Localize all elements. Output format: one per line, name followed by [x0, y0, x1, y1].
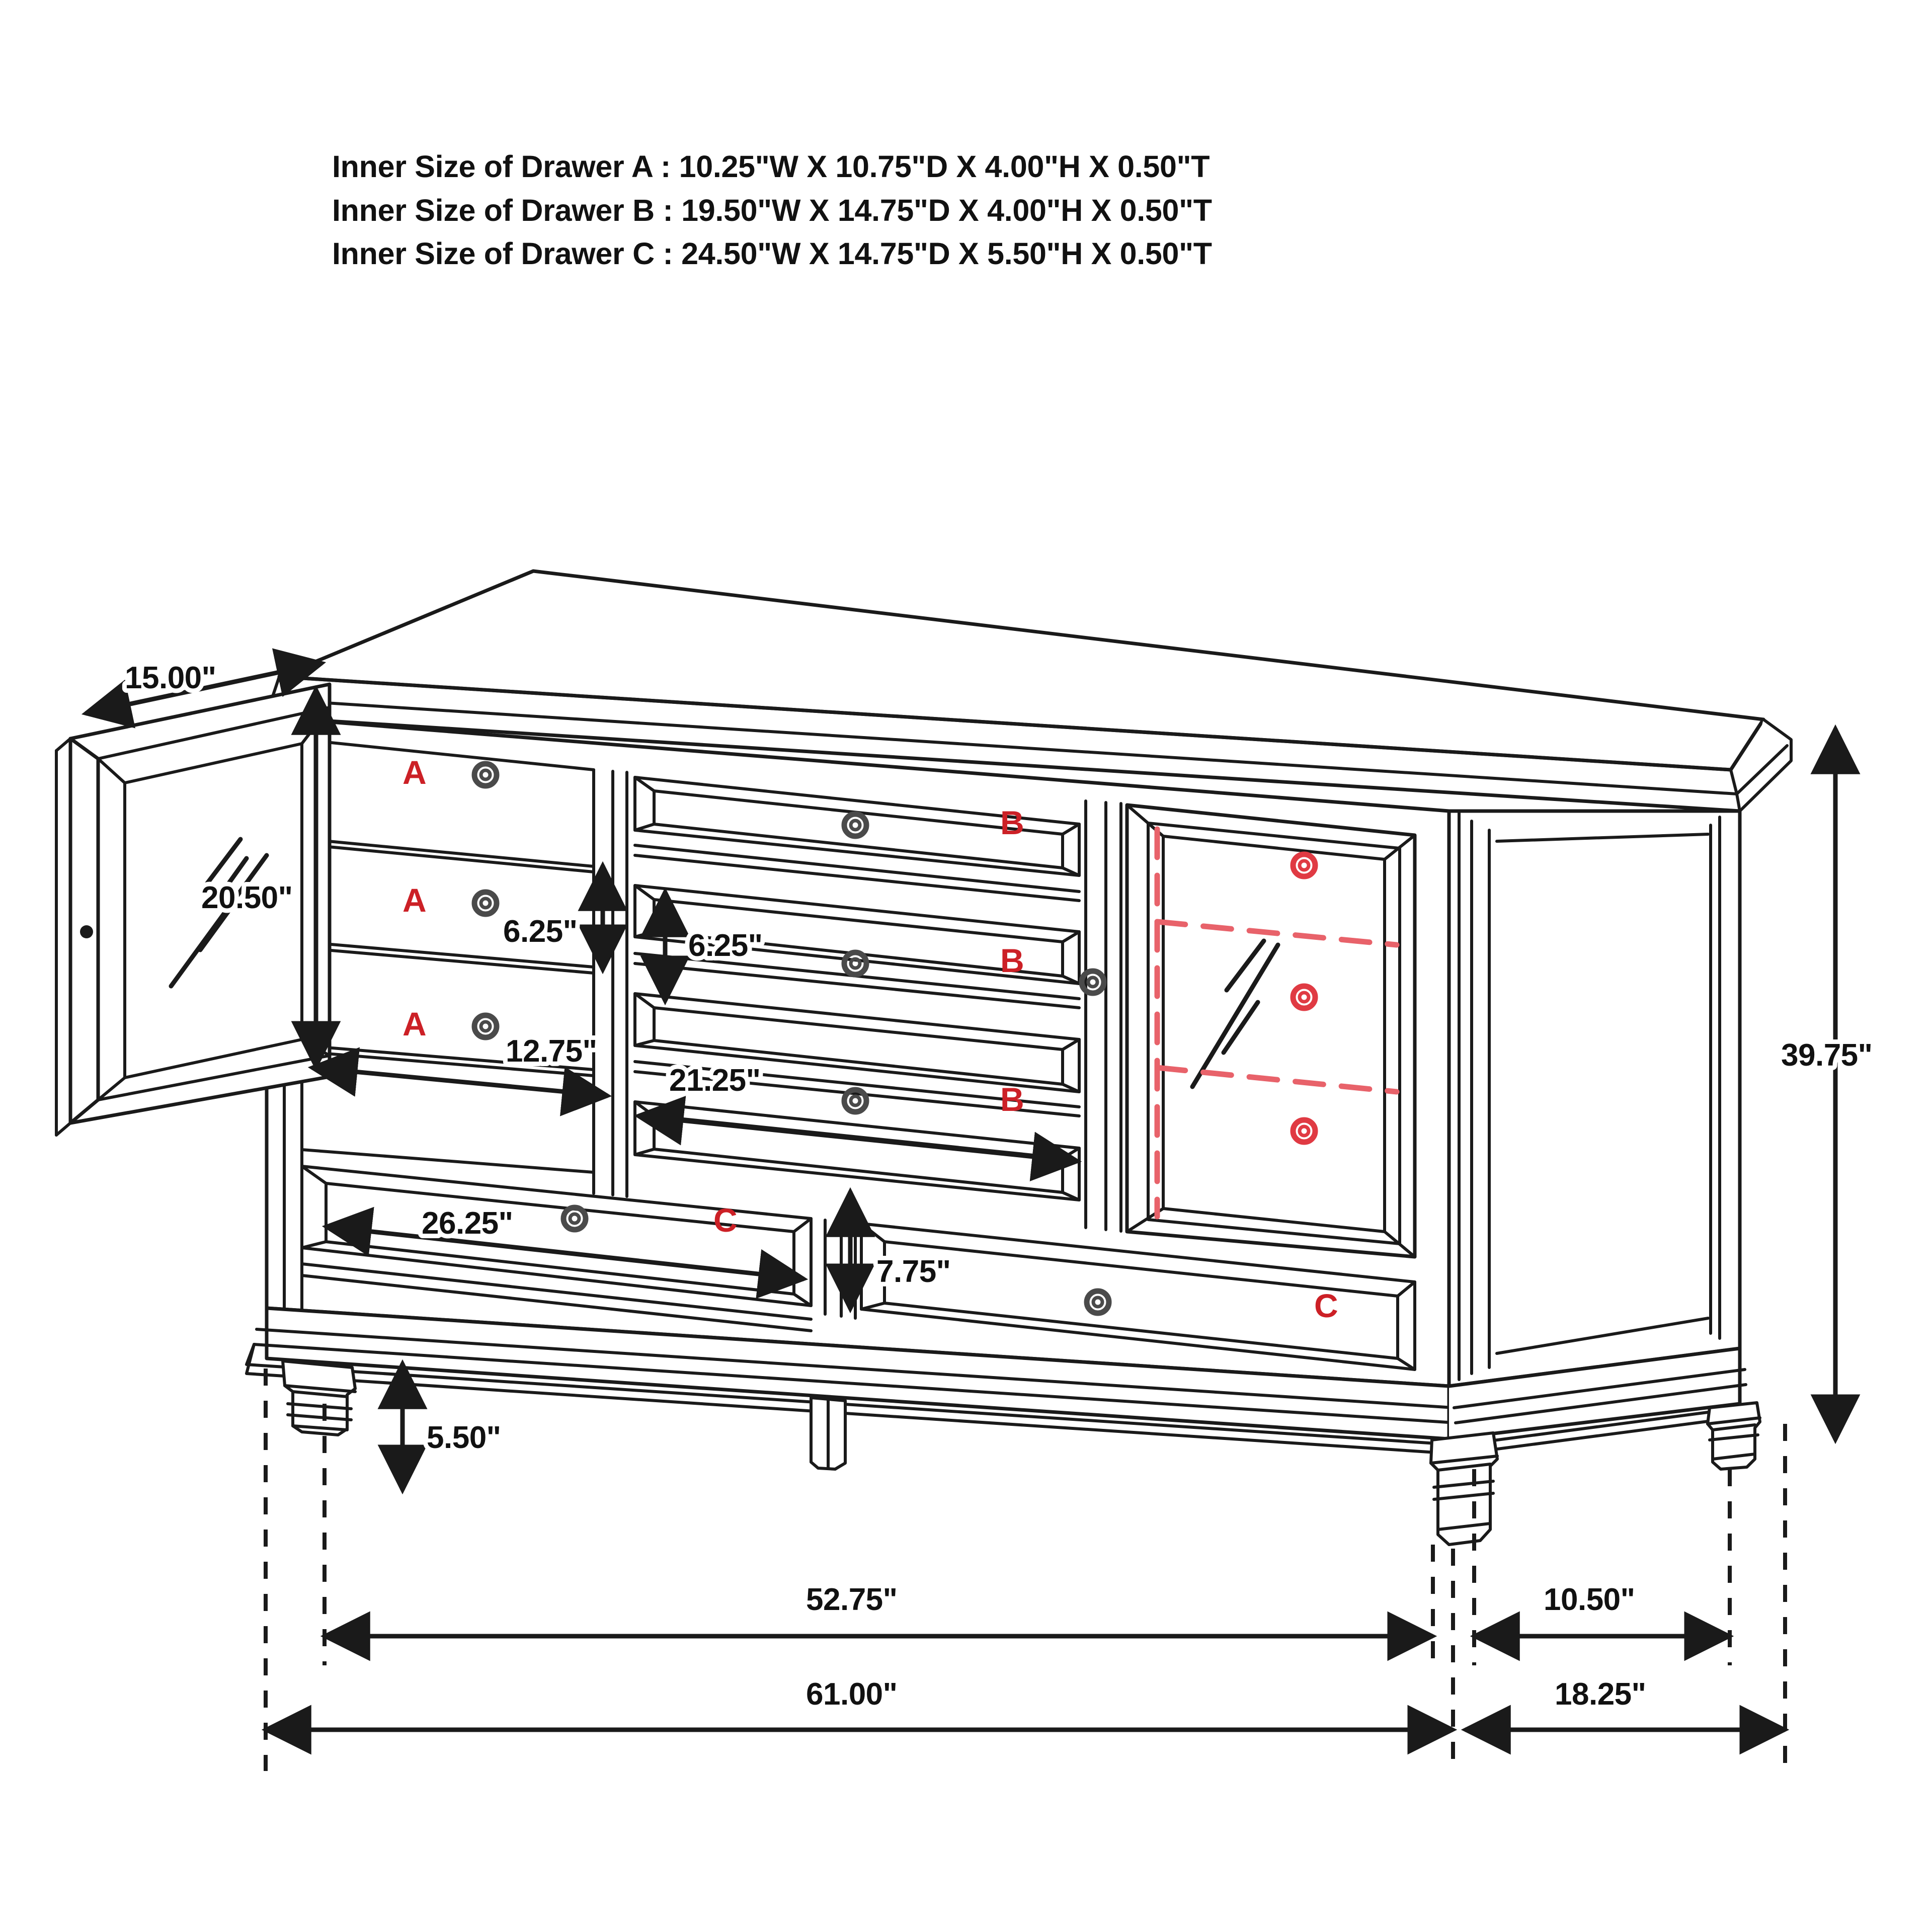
dimline-door-width — [81, 648, 327, 729]
label-overall-width: 61.00" — [806, 1677, 898, 1712]
label-drawer-b-height: 6.25" — [688, 928, 763, 963]
label-leg-height: 5.50" — [427, 1420, 501, 1455]
divider-b-door — [1084, 799, 1122, 1233]
leg-rear-right — [1706, 1401, 1761, 1471]
divider-a-b — [592, 768, 628, 1198]
label-drawer-a-height: 6.25" — [503, 914, 578, 949]
right-cabinet-door[interactable] — [1125, 803, 1417, 1259]
dimline-drawer-b-width — [633, 1096, 1082, 1181]
label-drawer-a-width: 12.75" — [506, 1034, 597, 1069]
center-support-leg — [810, 1396, 847, 1471]
extension-lines — [264, 1369, 1787, 1771]
label-drawer-c-2: C — [1314, 1287, 1338, 1324]
label-drawer-b-2: B — [1000, 942, 1024, 979]
label-side-depth-overall: 18.25" — [1555, 1677, 1646, 1712]
dimension-lines — [81, 648, 1861, 1755]
label-drawer-b-3: B — [1000, 1081, 1024, 1118]
label-case-width: 52.75" — [806, 1582, 898, 1617]
label-drawer-b-1: B — [1000, 804, 1024, 841]
dimline-drawer-c-width — [321, 1206, 809, 1299]
label-drawer-c-height: 7.75" — [876, 1254, 951, 1289]
label-overall-height: 39.75" — [1781, 1038, 1873, 1073]
label-drawer-c-width: 26.25" — [422, 1206, 513, 1241]
dimline-drawer-a-width — [307, 1047, 612, 1116]
label-drawer-b-width: 21.25" — [669, 1063, 761, 1098]
leg-front-right — [1429, 1431, 1499, 1546]
label-drawer-a-1: A — [403, 754, 427, 791]
spec-note-drawer-a: Inner Size of Drawer A : 10.25"W X 10.75… — [332, 149, 1210, 184]
open-cabinet-door[interactable] — [55, 682, 332, 1137]
label-door-height: 20.50" — [201, 880, 293, 915]
dimension-labels: 15.00" 20.50" 6.25" 6.25" 12.75" 21.25" … — [120, 656, 1877, 1716]
drawer-letter-labels: A A A B B B C C — [403, 754, 1338, 1324]
cabinet-side-panel — [1447, 809, 1742, 1388]
label-drawer-a-3: A — [403, 1005, 427, 1042]
spec-note-drawer-b: Inner Size of Drawer B : 19.50"W X 14.75… — [332, 193, 1212, 227]
leg-front-left — [281, 1359, 357, 1436]
label-drawer-a-2: A — [403, 881, 427, 919]
label-door-width: 15.00" — [125, 661, 216, 695]
cabinet-top — [265, 569, 1793, 813]
glass-reflection-lines — [169, 837, 269, 989]
label-drawer-c-1: C — [713, 1201, 738, 1239]
spec-notes: Inner Size of Drawer A : 10.25"W X 10.75… — [332, 145, 1212, 276]
hidden-shelf-lines — [1154, 826, 1400, 1220]
door-glass-reflection — [1190, 938, 1280, 1089]
label-side-depth-inner: 10.50" — [1544, 1582, 1635, 1617]
spec-note-drawer-c: Inner Size of Drawer C : 24.50"W X 14.75… — [332, 236, 1212, 271]
